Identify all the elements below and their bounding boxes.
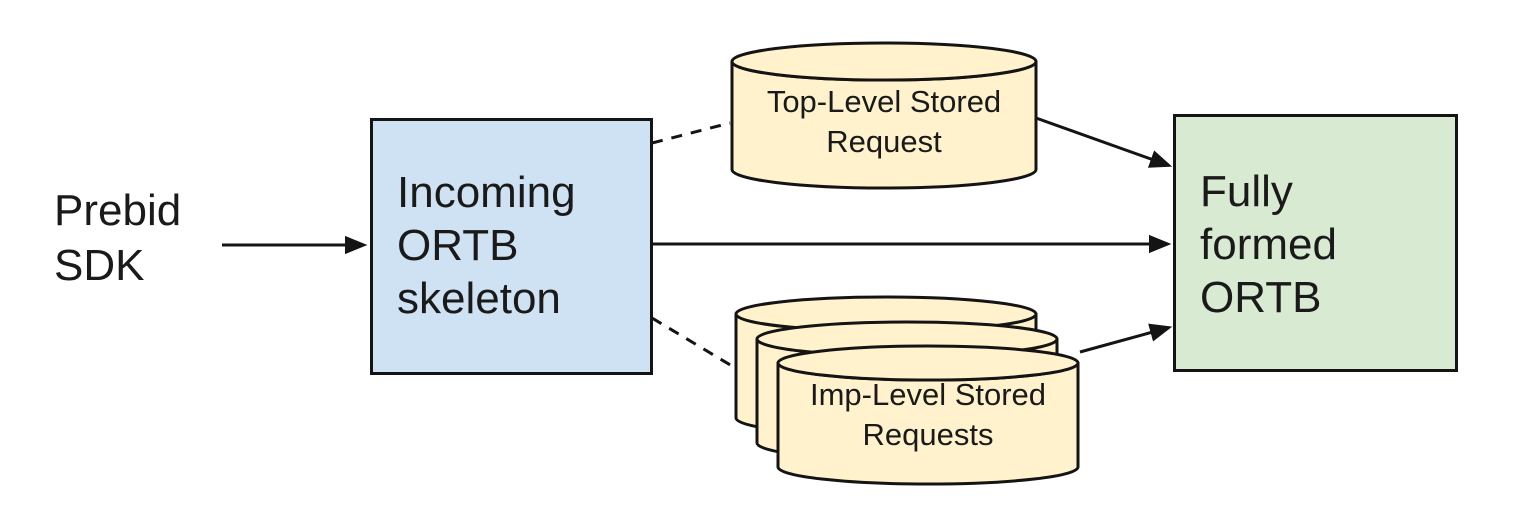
edge-top-stored-to-fully-formed [1035,116,1173,168]
edge-incoming-to-imp-stored [651,316,733,368]
prebid-sdk-label: Prebid SDK [54,186,182,290]
top-stored-request-cylinder [730,41,1038,190]
imp-stored-requests-label: Imp-Level Stored Requests [809,377,1047,452]
imp-stored-requests-cylinder-stack [734,295,1080,486]
imp-cylinder-front [776,344,1080,486]
incoming-ortb-skeleton-label: Incoming ORTB skeleton [397,168,576,323]
fully-formed-ortb-box: Fully formed ORTB [1173,114,1458,372]
top-stored-request-label: Top-Level Stored Request [766,84,1002,159]
fully-formed-ortb-label: Fully formed ORTB [1200,167,1337,322]
incoming-ortb-skeleton-box: Incoming ORTB skeleton [370,118,653,375]
edge-incoming-to-top-stored [651,121,731,145]
edge-imp-stored-to-fully-formed [1079,323,1173,354]
